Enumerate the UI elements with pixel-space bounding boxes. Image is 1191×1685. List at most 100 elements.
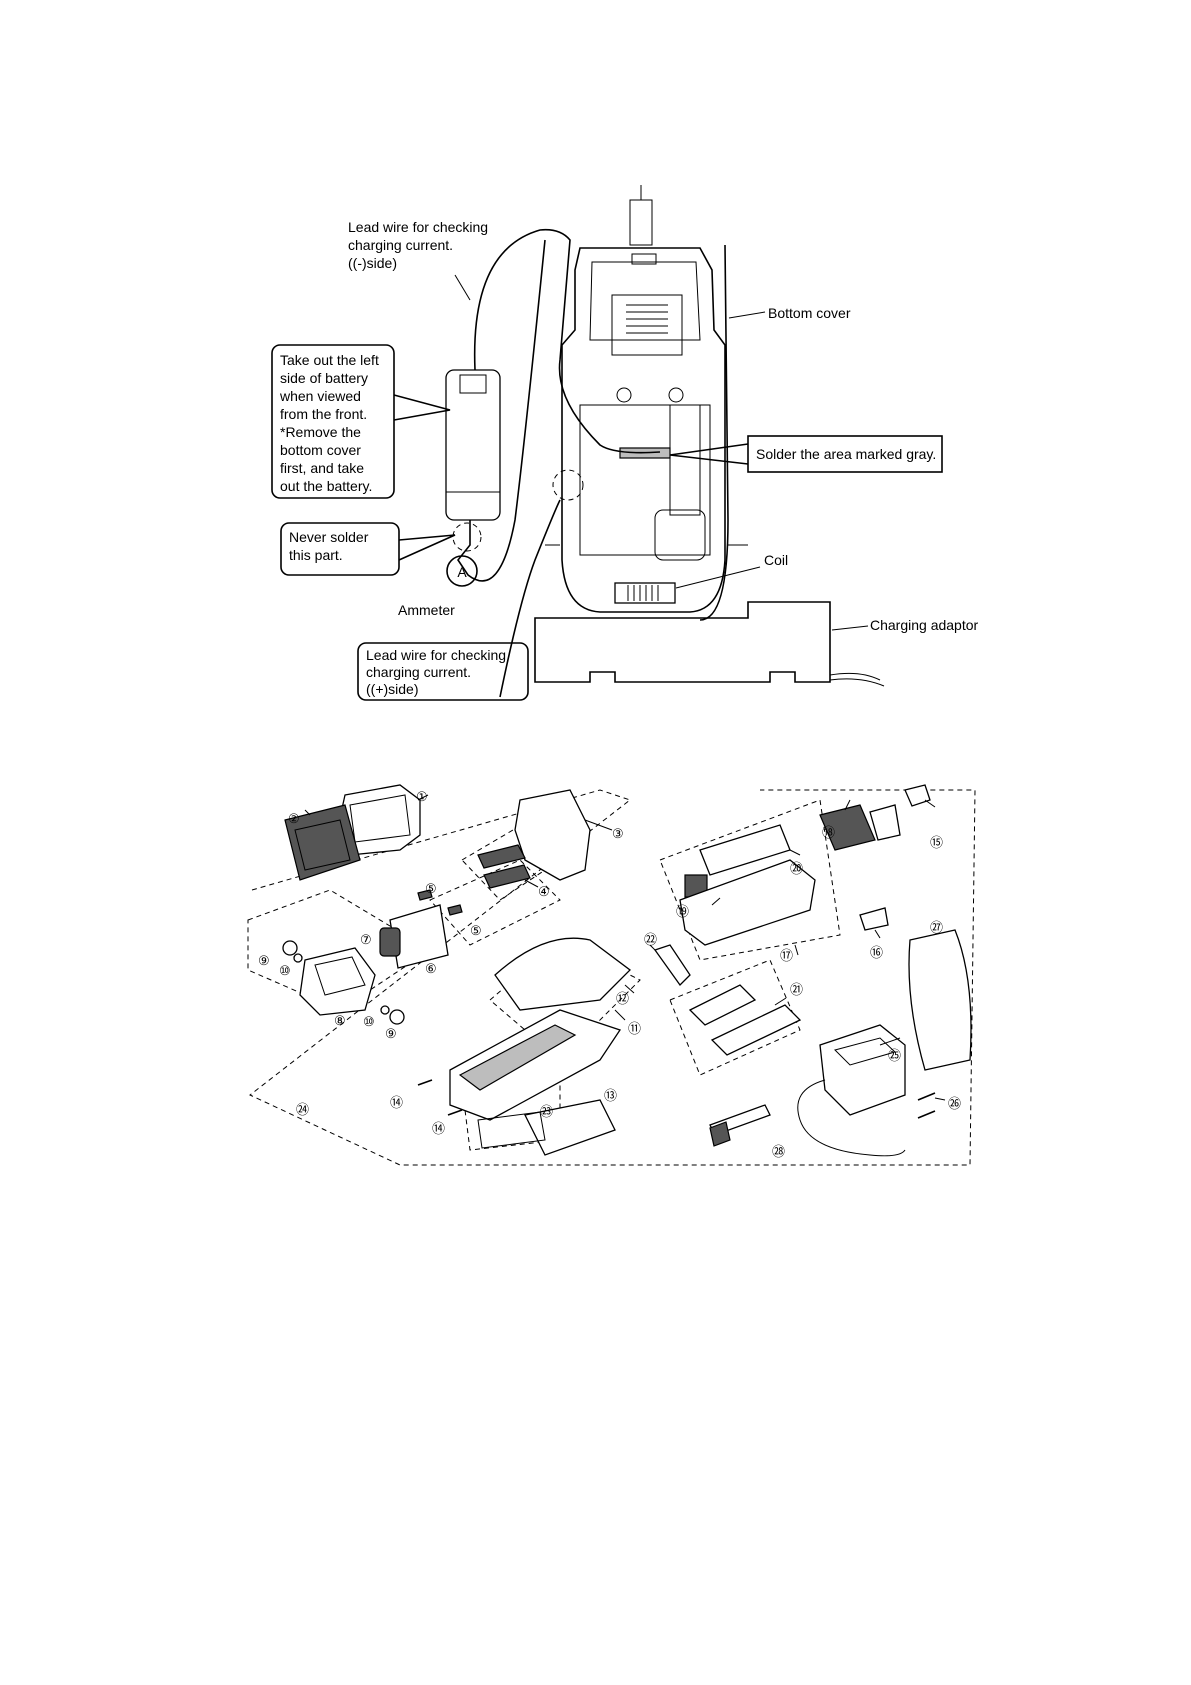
part-num-14a: ⑭ — [390, 1095, 403, 1110]
label-lead-plus-line2: charging current. — [366, 664, 471, 680]
label-lead-minus-line1: Lead wire for checking — [348, 219, 488, 235]
group-outline-frame — [659, 799, 841, 961]
part-terminal-16 — [859, 907, 889, 931]
part-screw-5a — [417, 889, 433, 901]
part-front-cover — [494, 937, 631, 1011]
part-num-7: ⑦ — [360, 932, 372, 947]
part-num-9b: ⑨ — [385, 1026, 397, 1041]
lead-wire-minus — [473, 228, 661, 454]
label-bottom-cover: Bottom cover — [768, 305, 851, 321]
part-num-25: ㉕ — [888, 1048, 901, 1063]
coil-windings — [627, 585, 659, 601]
part-spring-10a — [293, 953, 303, 963]
part-num-26: ㉖ — [948, 1096, 961, 1111]
callout-lead-plus — [357, 642, 529, 701]
part-screw-14a — [417, 1079, 433, 1086]
part-num-1: ① — [416, 789, 428, 804]
shaver-body — [545, 185, 748, 613]
label-solder-gray: Solder the area marked gray. — [756, 446, 936, 462]
part-bottom-plate — [524, 1099, 616, 1156]
label-never-solder-line2: this part. — [289, 547, 343, 563]
label-lead-minus-line2: charging current. — [348, 237, 453, 253]
part-bracket — [653, 944, 691, 987]
never-solder-marker — [452, 522, 482, 552]
charging-adaptor — [534, 601, 831, 683]
lead-wire-plus — [499, 499, 561, 698]
part-num-18: ⑱ — [822, 825, 835, 840]
callout-never-solder — [280, 522, 400, 576]
part-num-21: ㉑ — [790, 982, 803, 997]
label-battery-line6: bottom cover — [280, 442, 361, 458]
part-num-28: ㉘ — [772, 1144, 785, 1159]
part-num-17: ⑰ — [780, 948, 793, 963]
part-num-9a: ⑨ — [258, 953, 270, 968]
part-num-11: ⑪ — [628, 1021, 641, 1036]
part-num-22: ㉒ — [644, 932, 657, 947]
part-battery-a — [688, 984, 757, 1026]
part-num-15: ⑮ — [930, 835, 943, 850]
ammeter-symbol — [446, 555, 478, 587]
part-inner-blade-1 — [477, 844, 526, 869]
part-num-5a: ⑤ — [425, 881, 437, 896]
solder-point-marker — [552, 469, 584, 501]
part-cap-9a — [282, 940, 298, 956]
label-lead-plus-line3: ((+)side) — [366, 681, 419, 697]
part-cord — [797, 1079, 906, 1157]
part-num-19: ⑲ — [676, 904, 689, 919]
part-motor — [819, 804, 876, 851]
part-inner-frame — [679, 859, 816, 946]
callout-take-out-battery — [271, 344, 395, 499]
part-num-14b: ⑭ — [432, 1121, 445, 1136]
part-pouch — [908, 929, 972, 1071]
part-cap-9b — [389, 1009, 405, 1025]
part-num-24: ㉔ — [296, 1102, 309, 1117]
label-ammeter: Ammeter — [398, 602, 455, 618]
part-num-13: ⑬ — [604, 1088, 617, 1103]
label-battery-line3: when viewed — [279, 388, 361, 404]
part-switch — [379, 927, 401, 957]
part-num-12: ⑫ — [616, 991, 629, 1006]
part-num-23: ㉓ — [540, 1104, 553, 1119]
label-coil: Coil — [764, 552, 788, 568]
part-num-10b: ⑩ — [363, 1014, 375, 1029]
part-num-3: ③ — [612, 826, 624, 841]
part-num-2: ② — [288, 811, 300, 826]
part-charging-stand — [819, 1024, 906, 1116]
label-battery-line5: *Remove the — [280, 424, 361, 440]
part-inner-blade-2 — [483, 864, 531, 889]
part-num-27: ㉗ — [930, 920, 943, 935]
part-screw-26b — [917, 1110, 936, 1119]
part-num-8: ⑧ — [334, 1013, 346, 1028]
label-never-solder-line1: Never solder — [289, 529, 369, 545]
part-num-4: ④ — [538, 884, 550, 899]
label-battery-line4: from the front. — [280, 406, 367, 422]
part-num-20: ⑳ — [790, 861, 803, 876]
part-label-sheet — [477, 1111, 546, 1149]
exploded-parts-diagram — [247, 784, 976, 1166]
part-number-labels: ① ② ③ ④ ⑤ ⑤ ⑥ ⑦ ⑧ ⑨ ⑨ ⑩ ⑩ ⑪ ⑫ ⑬ ⑭ ⑭ ⑮ ⑯ … — [258, 789, 961, 1159]
part-spring-10b — [380, 1005, 390, 1015]
part-screw-14b — [447, 1109, 463, 1116]
charging-check-diagram: A Lead wire for checking charging curren… — [271, 185, 979, 701]
label-lead-plus-line1: Lead wire for checking — [366, 647, 506, 663]
coil — [614, 582, 676, 604]
part-screw-26a — [917, 1092, 936, 1101]
callout-solder-gray — [747, 435, 943, 473]
label-battery-line8: out the battery. — [280, 478, 372, 494]
part-main-body — [449, 1009, 622, 1121]
part-num-16: ⑯ — [870, 945, 883, 960]
label-lead-minus-line3: ((-)side) — [348, 255, 397, 271]
part-num-6: ⑥ — [425, 961, 437, 976]
part-battery-b — [710, 1004, 802, 1056]
blade-block-lines — [626, 304, 668, 341]
lead-wire-ammeter — [457, 239, 546, 582]
ammeter-symbol-letter: A — [457, 564, 467, 580]
label-charging-adaptor: Charging adaptor — [870, 617, 979, 633]
part-terminal-15 — [904, 784, 931, 807]
part-screw-5b — [447, 904, 463, 916]
bottom-cover-outline — [699, 244, 729, 621]
part-trimmer-frame — [299, 947, 376, 1016]
group-outline-trimmer — [247, 889, 431, 1011]
part-num-10a: ⑩ — [279, 963, 291, 978]
